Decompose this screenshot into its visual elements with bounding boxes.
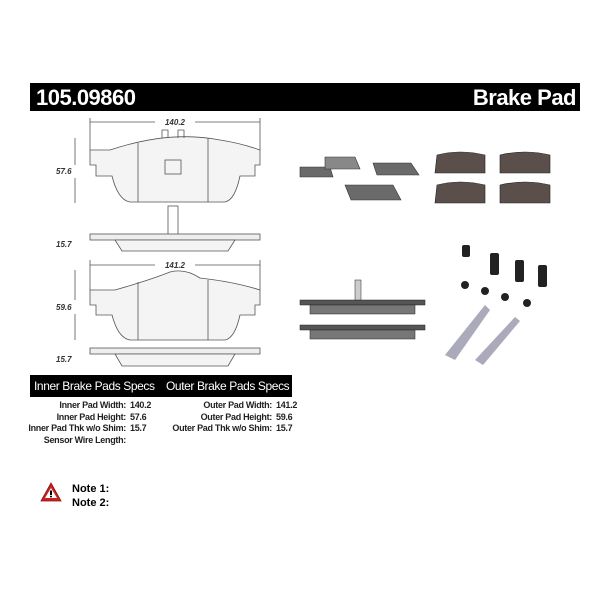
spec-label: Inner Pad Height: [56,411,127,422]
pad-dimension-drawing: 140.2 57.6 15.7 141.2 59.6 15.7 [56,118,261,367]
product-type: Brake Pad [472,85,577,110]
spec-value: 59.6 [276,411,293,422]
inner-thickness-dim: 15.7 [56,240,72,249]
title-bar: 105.09860 Brake Pad [30,83,580,111]
spec-label: Outer Pad Height: [200,411,273,422]
spec-value: 141.2 [276,400,298,410]
spec-value: 140.2 [130,400,152,410]
outer-thickness-dim: 15.7 [56,355,72,364]
pad-set-photo-angle [299,156,420,201]
pad-set-photo-friction [434,151,551,204]
spec-value: 57.6 [130,411,147,422]
spec-value: 15.7 [130,423,147,433]
part-number: 105.09860 [36,85,136,110]
spec-value: 15.7 [276,423,293,433]
inner-spec-row: Inner Pad Thk w/o Shim: 15.7 [14,423,158,435]
spec-label: Inner Pad Width: [59,400,126,410]
notes: Note 1: Note 2: [72,482,109,510]
spec-label: Outer Pad Thk w/o Shim: [172,423,272,433]
pad-side-photo [299,279,426,340]
product-photos [299,151,551,365]
inner-specs: Inner Pad Width: 140.2 Inner Pad Height:5… [14,400,158,446]
outer-width-dim: 141.2 [165,261,186,270]
inner-height-dim: 57.6 [56,167,72,176]
inner-spec-row: Inner Pad Height:57.6 [14,412,158,424]
outer-specs-title: Outer Brake Pads Specs [166,379,290,393]
outer-spec-row: Outer Pad Height:59.6 [160,412,304,424]
outer-spec-row: Outer Pad Width: 141.2 [160,400,304,412]
outer-spec-row: Outer Pad Thk w/o Shim: 15.7 [160,423,304,435]
hardware-kit-photo [445,245,547,365]
note-2: Note 2: [72,497,110,509]
outer-height-dim: 59.6 [56,303,72,312]
spec-label: Inner Pad Thk w/o Shim: [28,423,126,433]
inner-spec-row: Inner Pad Width: 140.2 [14,400,158,412]
note-1: Note 1: [72,483,110,495]
specs-header: Inner Brake Pads Specs Outer Brake Pads … [30,375,292,397]
inner-specs-title: Inner Brake Pads Specs [34,379,155,393]
outer-specs: Outer Pad Width: 141.2 Outer Pad Height:5… [160,400,304,435]
inner-width-dim: 140.2 [165,118,186,127]
warning-triangle-icon [40,482,62,502]
spec-value [130,435,154,447]
spec-label: Outer Pad Width: [203,400,272,410]
spec-label: Sensor Wire Length: [43,434,127,445]
inner-spec-row: Sensor Wire Length: [14,435,158,447]
